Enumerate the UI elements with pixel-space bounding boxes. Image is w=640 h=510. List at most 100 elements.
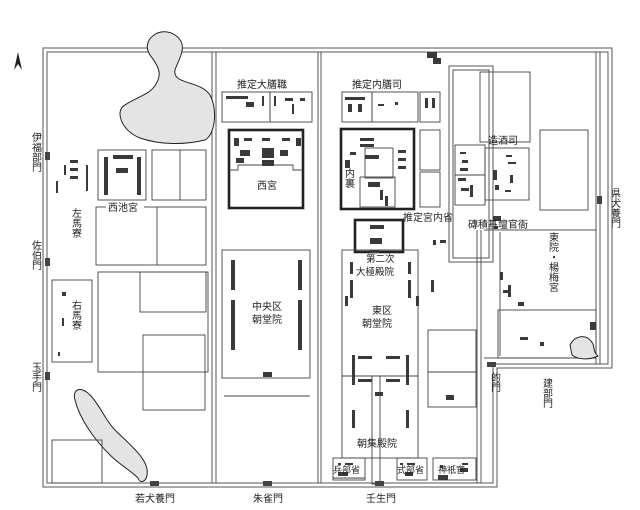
building-mark (462, 463, 468, 465)
building-mark (398, 166, 406, 169)
building-mark (226, 96, 248, 99)
building-mark (56, 181, 58, 193)
building-mark (446, 395, 454, 400)
building-mark (370, 225, 384, 229)
building-mark (375, 392, 383, 396)
gate-saeki-label: 佐伯門 (30, 240, 42, 271)
building-mark (370, 250, 380, 253)
building-mark (137, 157, 141, 195)
building-mark (274, 96, 276, 106)
building-mark (462, 160, 468, 163)
gate-agatainukai-label: 県犬養門 (609, 188, 621, 229)
building-mark (345, 296, 348, 306)
building-mark (406, 355, 409, 385)
building-mark (262, 160, 274, 166)
building-mark (438, 475, 448, 480)
building-mark (407, 463, 415, 465)
building-mark (460, 152, 466, 154)
label-kunaisho: 推定宮内省 (403, 211, 453, 224)
north-arrow-icon (14, 52, 22, 70)
gate-agatainukai-mark (597, 196, 602, 204)
gate-ifukibe-mark (45, 152, 50, 160)
building-mark (380, 190, 383, 200)
building-mark (406, 410, 409, 428)
gate-ikuha-label: 的門 (489, 371, 501, 393)
building-mark (358, 104, 362, 112)
building-mark (493, 170, 497, 180)
building-mark (280, 150, 288, 156)
building-mark (365, 155, 379, 159)
building-mark (506, 155, 512, 157)
building-marks (56, 52, 599, 480)
building-mark (370, 238, 382, 244)
building-mark (240, 150, 250, 156)
building-mark (358, 356, 372, 359)
building-mark (440, 240, 446, 243)
building-mark (461, 188, 469, 191)
building-mark (427, 52, 437, 58)
building-mark (345, 160, 350, 168)
building-mark (350, 280, 353, 298)
building-mark (494, 226, 498, 229)
label-toin: 東院・楊梅宮 (547, 231, 559, 293)
gate-ifukibe-label: 伊福部門 (30, 132, 42, 173)
building-mark (352, 410, 355, 428)
label-saichigu: 西池宮 (108, 201, 138, 214)
building-mark (460, 168, 468, 171)
label-shikibusho: 式部省 (397, 464, 424, 476)
building-mark (62, 292, 66, 296)
building-mark (508, 285, 511, 297)
label-dairi: 内裏 (343, 167, 355, 189)
building-mark (408, 262, 411, 274)
building-mark (62, 318, 64, 326)
building-mark (298, 260, 302, 290)
building-mark (505, 190, 511, 192)
building-mark (518, 302, 524, 306)
gate-saeki-mark (45, 258, 50, 266)
label-higashi-chodoin: 東区朝堂院 (362, 304, 392, 330)
building-mark (493, 216, 501, 221)
building-mark (70, 176, 78, 179)
building-mark (104, 157, 108, 195)
building-mark (470, 185, 473, 197)
gate-mibu-label: 壬生門 (366, 492, 396, 505)
building-mark (386, 379, 400, 382)
north-pond (119, 31, 216, 145)
building-mark (296, 138, 301, 146)
building-mark (500, 272, 503, 280)
building-mark (350, 152, 356, 155)
building-mark (116, 168, 128, 173)
building-mark (503, 290, 511, 293)
gate-suzaku-mark (263, 481, 272, 486)
building-mark (263, 372, 272, 377)
gate-tamate-label: 玉手門 (30, 362, 42, 393)
building-mark (236, 158, 244, 163)
label-zoshushi: 造酒司 (488, 134, 518, 147)
compounds (51, 71, 597, 485)
building-mark (262, 138, 270, 141)
label-chuo-chodoin: 中央区朝堂院 (252, 300, 282, 326)
building-mark (300, 98, 305, 101)
label-nishimiya: 西宮 (257, 179, 277, 192)
building-mark (416, 296, 419, 306)
gate-tamate-mark (45, 372, 50, 380)
label-umaryo: 右馬寮 (70, 299, 82, 331)
building-mark (440, 465, 443, 468)
building-mark (348, 104, 352, 112)
building-mark (338, 472, 348, 476)
building-mark (231, 260, 235, 290)
building-mark (231, 300, 235, 350)
building-mark (64, 165, 66, 175)
building-mark (298, 300, 302, 350)
building-mark (386, 356, 400, 359)
building-mark (425, 98, 428, 108)
building-mark (432, 98, 435, 108)
building-mark (540, 342, 544, 346)
building-mark (590, 322, 596, 330)
gate-suzaku-label: 朱雀門 (253, 493, 283, 505)
label-naizenshi: 推定内膳司 (352, 78, 402, 91)
building-mark (86, 165, 88, 191)
building-mark (408, 280, 411, 298)
building-mark (338, 463, 341, 465)
